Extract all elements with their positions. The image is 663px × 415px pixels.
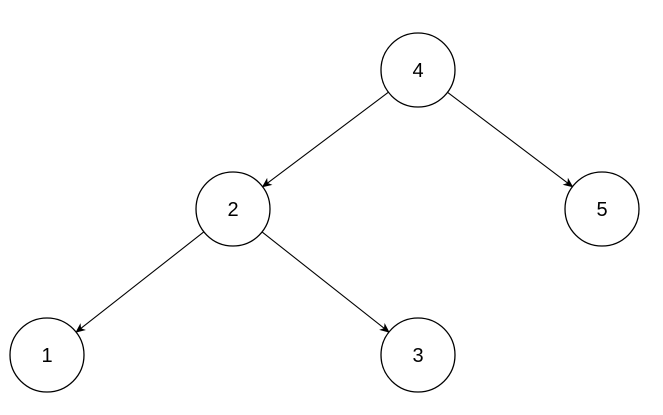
tree-node-n2: 2 xyxy=(195,171,271,247)
edge-n4-n5 xyxy=(447,91,574,188)
edge-line xyxy=(267,91,389,184)
arrowhead-icon xyxy=(261,177,273,188)
tree-node-n3: 3 xyxy=(380,317,456,393)
edge-line xyxy=(447,91,569,184)
tree-node-n1: 1 xyxy=(9,317,85,393)
arrowhead-icon xyxy=(379,323,390,333)
node-circle xyxy=(195,171,271,247)
arrowhead-icon xyxy=(75,323,86,333)
nodes-layer: 4 2 5 1 3 xyxy=(9,32,640,393)
node-label: 1 xyxy=(41,345,52,367)
tree-node-n4: 4 xyxy=(380,32,456,108)
node-label: 4 xyxy=(412,60,423,82)
edge-n4-n2 xyxy=(261,91,389,188)
node-label: 3 xyxy=(412,345,423,367)
node-circle xyxy=(9,317,85,393)
node-circle xyxy=(564,171,640,247)
edge-n2-n1 xyxy=(75,231,205,333)
tree-node-n5: 5 xyxy=(564,171,640,247)
edge-n2-n3 xyxy=(261,231,390,333)
node-circle xyxy=(380,32,456,108)
edge-line xyxy=(80,231,205,329)
arrowhead-icon xyxy=(562,177,574,188)
node-label: 5 xyxy=(596,199,607,221)
node-label: 2 xyxy=(227,199,238,221)
edge-line xyxy=(261,231,385,329)
node-circle xyxy=(380,317,456,393)
edges-layer xyxy=(75,91,574,333)
